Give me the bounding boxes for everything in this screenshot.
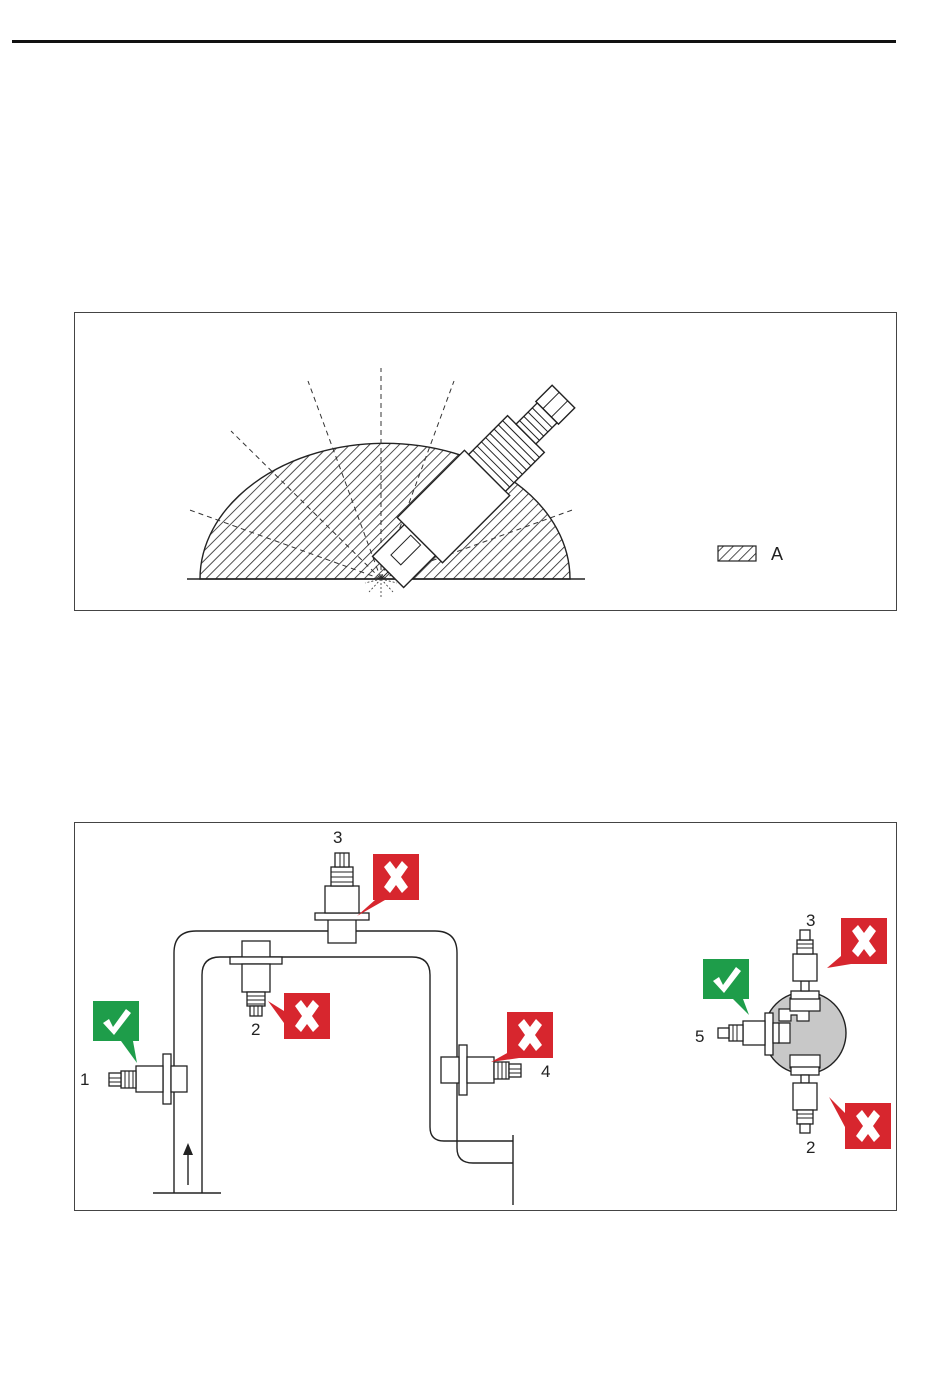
- sensor-position-3: [315, 853, 369, 943]
- side-callout-2: 2: [806, 1138, 815, 1157]
- callout-2: 2: [251, 1020, 260, 1039]
- side-sensor-position-3: [791, 930, 819, 999]
- sensor-position-2: [230, 941, 282, 1016]
- figure-installation-positions: 3 2 1: [74, 822, 897, 1211]
- focal-point: [365, 579, 397, 597]
- sensor-position-1: [109, 1054, 187, 1104]
- header-rule: [12, 40, 896, 43]
- side-callout-3: 3: [806, 911, 815, 930]
- installation-diagram: 3 2 1: [75, 823, 896, 1210]
- side-callout-5: 5: [695, 1027, 704, 1046]
- bad-position-3-icon: [357, 854, 419, 916]
- mounting-angle-diagram: A: [75, 313, 896, 610]
- bad-position-4-icon: [491, 1012, 553, 1062]
- side-bad-position-3-icon: [827, 918, 887, 968]
- side-sensor-position-5: [718, 1013, 779, 1055]
- side-good-position-5-icon: [703, 959, 749, 1015]
- side-bad-position-2-icon: [829, 1097, 891, 1149]
- legend: A: [718, 544, 783, 564]
- callout-3: 3: [333, 828, 342, 847]
- side-sensor-position-2: [791, 1067, 819, 1133]
- flow-arrow-icon: [183, 1143, 193, 1185]
- legend-label: A: [771, 544, 783, 564]
- good-position-1-icon: [93, 1001, 139, 1063]
- callout-1: 1: [80, 1070, 89, 1089]
- figure-mounting-angle: A: [74, 312, 897, 611]
- bad-position-2-icon: [268, 993, 330, 1039]
- legend-swatch: [718, 546, 756, 561]
- callout-4: 4: [541, 1062, 550, 1081]
